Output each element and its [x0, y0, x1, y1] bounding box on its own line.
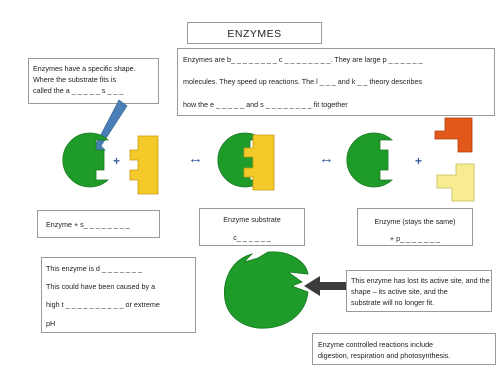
substrate-icon-2 [243, 134, 275, 191]
denatured-line-2: This could have been caused by a [46, 282, 156, 291]
page-title: ENZYMES [227, 28, 282, 40]
definition-line-2: molecules. They speed up reactions. The … [183, 77, 423, 86]
product-icon-1 [434, 117, 473, 153]
plus-sign-2: + [415, 154, 423, 168]
denatured-line-1: This enzyme is d _ _ _ _ _ _ _ [46, 264, 142, 273]
denatured-line-3: high t _ _ _ _ _ _ _ _ _ _ or extreme [46, 300, 160, 309]
reactions-line-1: Enzyme controlled reactions include [318, 340, 434, 349]
complex-box: Enzyme substrate c_ _ _ _ _ _ [199, 208, 305, 246]
complex-line-2: c_ _ _ _ _ _ [233, 233, 271, 242]
substrate-icon-1 [129, 135, 159, 195]
plus-sign-1: + [113, 154, 121, 168]
lost-shape-line-2: shape – its active site, and the [351, 287, 448, 296]
definition-box: Enzymes are b_ _ _ _ _ _ _ _ c _ _ _ _ _… [177, 48, 495, 116]
active-site-line-1: Enzymes have a specific shape. [33, 64, 136, 73]
products-line-1: Enzyme (stays the same) [374, 217, 456, 226]
product-icon-2 [436, 163, 475, 202]
enzyme-icon-3 [346, 132, 394, 188]
products-box: Enzyme (stays the same) + p_ _ _ _ _ _ _ [357, 208, 473, 246]
enzyme-substrate-box: Enzyme + s_ _ _ _ _ _ _ _ [37, 210, 160, 238]
equilibrium-arrow-1: ↔ [188, 150, 203, 167]
enzyme-substrate-label: Enzyme + s_ _ _ _ _ _ _ _ [46, 220, 130, 229]
active-site-box: Enzymes have a specific shape. Where the… [28, 58, 159, 104]
equilibrium-arrow-2: ↔ [319, 150, 334, 167]
reactions-box: Enzyme controlled reactions include dige… [312, 333, 496, 365]
definition-line-3: how the e _ _ _ _ _ and s _ _ _ _ _ _ _ … [183, 100, 348, 109]
denatured-arrow-icon [304, 276, 346, 296]
lost-shape-line-3: substrate will no longer fit. [351, 298, 435, 307]
title-box: ENZYMES [187, 22, 322, 44]
complex-line-1: Enzyme substrate [223, 215, 281, 224]
enzyme-icon-1 [62, 132, 110, 188]
active-site-line-2: Where the substrate fits is [33, 75, 117, 84]
lost-shape-box: This enzyme has lost its active site, an… [346, 270, 492, 312]
reactions-line-2: digestion, respiration and photosynthesi… [318, 351, 451, 360]
denatured-box: This enzyme is d _ _ _ _ _ _ _ This coul… [41, 257, 196, 333]
definition-line-1: Enzymes are b_ _ _ _ _ _ _ _ c _ _ _ _ _… [183, 55, 423, 64]
lost-shape-line-1: This enzyme has lost its active site, an… [351, 276, 490, 285]
denatured-line-4: pH [46, 319, 56, 328]
products-line-2: + p_ _ _ _ _ _ _ [389, 234, 441, 243]
active-site-line-3: called the a _ _ _ _ _ s _ _ _ [33, 86, 124, 95]
denatured-enzyme-icon [224, 251, 309, 329]
